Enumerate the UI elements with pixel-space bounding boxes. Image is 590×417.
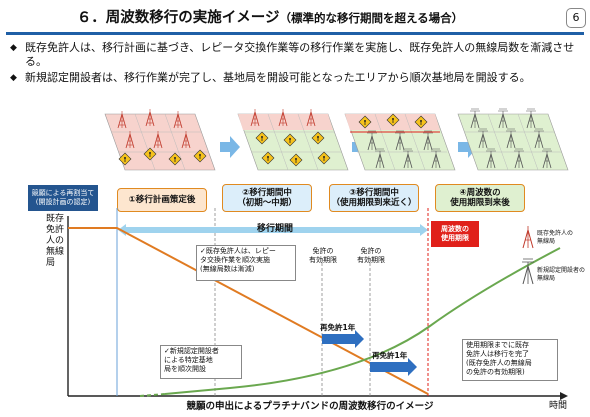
arrow-right-icon xyxy=(220,136,240,158)
x-axis-label: 時間 xyxy=(549,401,568,411)
relicense-arrow-1 xyxy=(322,330,364,348)
panel-1-image xyxy=(104,108,216,171)
new-station-curve xyxy=(164,247,561,395)
relicense-label-1: 再免許1年 xyxy=(320,323,356,332)
bullet-text: 新規認定開設者は、移行作業が完了し、基地局を開設可能となったエリアから順次基地局… xyxy=(25,71,531,84)
new-station-icon xyxy=(522,258,534,285)
panel-2-image xyxy=(237,108,349,171)
diagram-caption: 競願の申出によるプラチナバンドの周波数移行のイメージ xyxy=(186,401,434,412)
phase-1-box: ①移行計画策定後 xyxy=(117,188,207,212)
legend-existing-label: 既存免許人の無線局 xyxy=(537,230,574,245)
relicense-arrow-2 xyxy=(370,358,417,376)
migration-timeline-diagram xyxy=(67,208,568,400)
bullet-diamond-icon: ◆ xyxy=(10,43,17,53)
existing-station-icon xyxy=(522,226,534,249)
migration-period-arrow xyxy=(118,224,428,236)
bullet-text: 既存免許人は、移行計画に基づき、レピータ交換作業等の移行作業を実施し、既存免許人… xyxy=(25,41,575,68)
reallocation-label: 競願による再割当て(開設計画の認定) xyxy=(28,185,98,211)
page-number: 6 xyxy=(566,8,586,28)
phase-2-box: ②移行期間中（初期～中期） xyxy=(222,184,312,212)
page-title: ６．周波数移行の実施イメージ（標準的な移行期間を超える場合） xyxy=(76,10,464,26)
license-validity-1: 免許の有効期限 xyxy=(309,247,337,264)
bullet-diamond-icon: ◆ xyxy=(10,73,17,83)
bullet-item: ◆ 新規認定開設者は、移行作業が完了し、基地局を開設可能となったエリアから順次基… xyxy=(10,71,585,85)
existing-licensee-note: ✓既存免許人は、レピータ交換作業を順次実施(無線局数は漸減) xyxy=(196,245,296,281)
panel-3-image xyxy=(344,113,456,171)
migration-period-label: 移行期間 xyxy=(256,224,293,234)
new-licensee-note: ✓新規認定開設者による特定基地局を順次開設 xyxy=(160,345,242,379)
title-divider xyxy=(6,32,584,35)
phase-4-box: ④周波数の使用期限到来後 xyxy=(435,184,525,212)
y-axis-label: 既存免許人の無線局 xyxy=(46,214,65,268)
phase-3-box: ③移行期間中（使用期限到来近く） xyxy=(329,184,419,212)
license-validity-2: 免許の有効期限 xyxy=(357,247,385,264)
usage-deadline-box: 周波数の使用期限 xyxy=(431,221,479,247)
relicense-label-2: 再免許1年 xyxy=(372,351,408,360)
completion-note: 使用期限までに既存免許人は移行を完了(既存免許人の無線局の免許の有効期限) xyxy=(462,339,558,381)
bullet-item: ◆ 既存免許人は、移行計画に基づき、レピータ交換作業等の移行作業を実施し、既存免… xyxy=(10,41,585,69)
panel-4-image xyxy=(457,108,569,171)
migration-illustration xyxy=(104,108,569,171)
legend-new-label: 新規認定開設者の無線局 xyxy=(537,267,586,282)
